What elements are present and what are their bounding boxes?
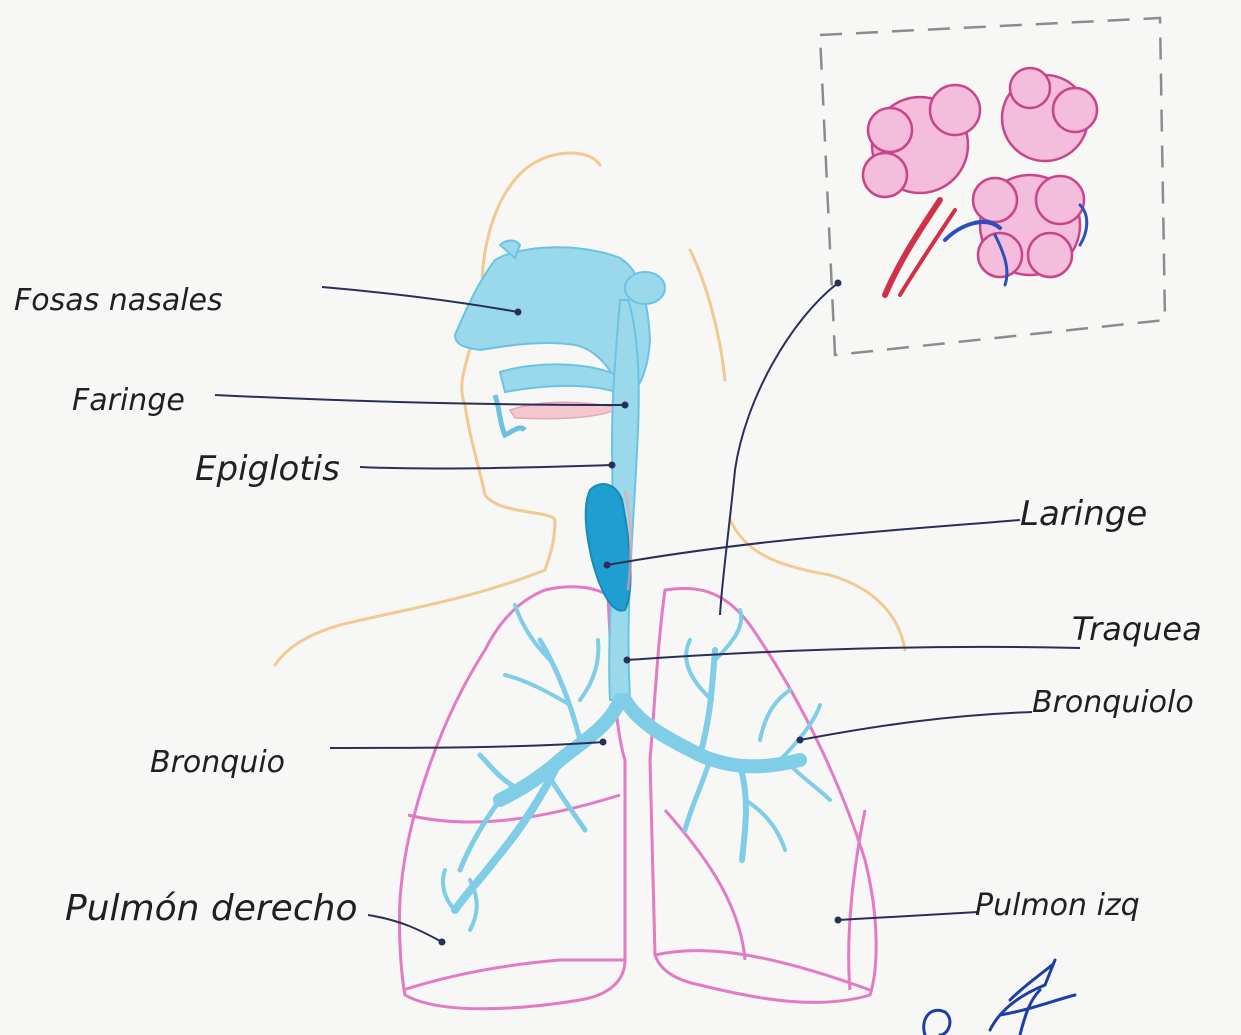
label-bronquio: Bronquio [150, 745, 285, 780]
label-pulmon-izq: Pulmon izq [975, 888, 1140, 923]
label-epiglotis: Epiglotis [195, 449, 340, 489]
label-pulmon-derecho: Pulmón derecho [65, 888, 357, 929]
label-traquea: Traquea [1072, 610, 1202, 648]
label-laringe: Laringe [1020, 494, 1147, 534]
label-fosas-nasales: Fosas nasales [14, 283, 223, 318]
label-bronquiolo: Bronquiolo [1032, 685, 1194, 720]
label-faringe: Faringe [72, 383, 185, 418]
